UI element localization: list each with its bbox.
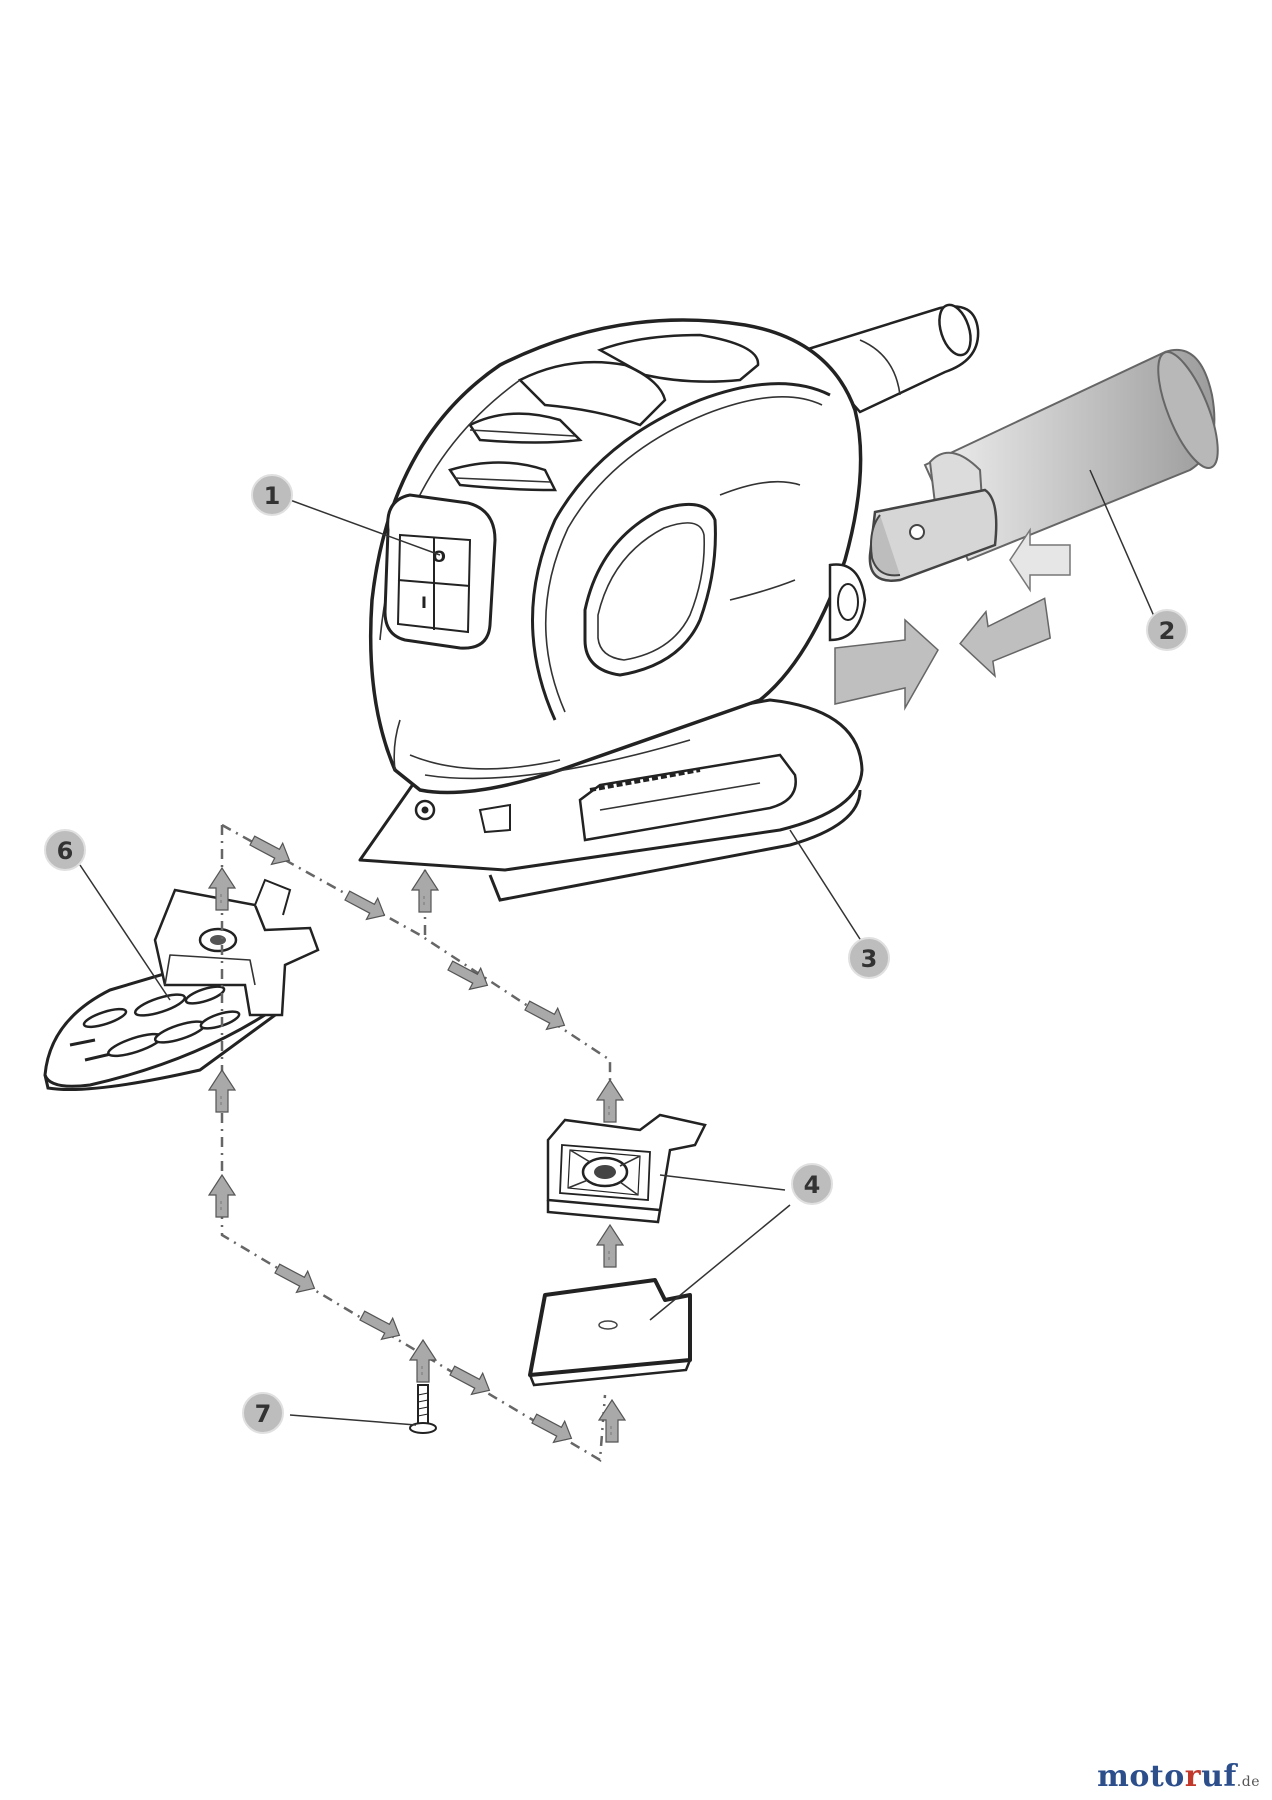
switch-on-symbol: I: [421, 593, 427, 612]
dust-extraction-tube: [868, 348, 1219, 593]
watermark-logo: motoruf.de: [1097, 1759, 1260, 1794]
sanding-plate-base: [546, 1113, 707, 1224]
callout-2-label: 2: [1159, 617, 1176, 645]
callout-1: 1: [251, 474, 293, 516]
callout-3: 3: [848, 937, 890, 979]
sander-body: O I: [358, 303, 980, 902]
callout-7-label: 7: [255, 1400, 272, 1428]
watermark-part1: moto: [1097, 1759, 1185, 1794]
watermark-part2: r: [1184, 1759, 1202, 1794]
watermark-tld: .de: [1236, 1774, 1260, 1790]
callout-1-label: 1: [264, 482, 281, 510]
switch-off-symbol: O: [432, 547, 446, 566]
callout-7: 7: [242, 1392, 284, 1434]
sanding-paper: [528, 1278, 692, 1387]
callout-2: 2: [1146, 609, 1188, 651]
watermark-part3: uf: [1201, 1759, 1237, 1794]
callout-3-label: 3: [861, 945, 878, 973]
callout-4: 4: [791, 1163, 833, 1205]
callout-6-label: 6: [57, 837, 74, 865]
leader-lines: [79, 469, 1161, 1426]
callout-6: 6: [44, 829, 86, 871]
detail-finger-plate: [43, 878, 320, 1092]
callout-4-label: 4: [804, 1171, 821, 1199]
fixing-screw: [409, 1384, 437, 1434]
insertion-arrow-tube: [834, 597, 1052, 711]
